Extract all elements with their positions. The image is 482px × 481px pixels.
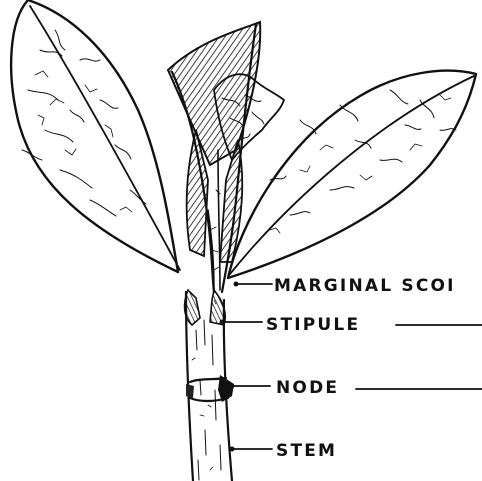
label-stem: STEM <box>276 441 337 461</box>
central-bud <box>168 22 284 292</box>
label-marginal: MARGINAL SCOI <box>274 276 456 296</box>
label-pointers <box>220 282 482 452</box>
node <box>186 375 234 402</box>
right-leaf <box>228 71 476 278</box>
label-stipule: STIPULE <box>266 315 360 335</box>
stipule <box>185 290 226 325</box>
label-node: NODE <box>276 378 339 398</box>
left-leaf <box>11 0 180 272</box>
